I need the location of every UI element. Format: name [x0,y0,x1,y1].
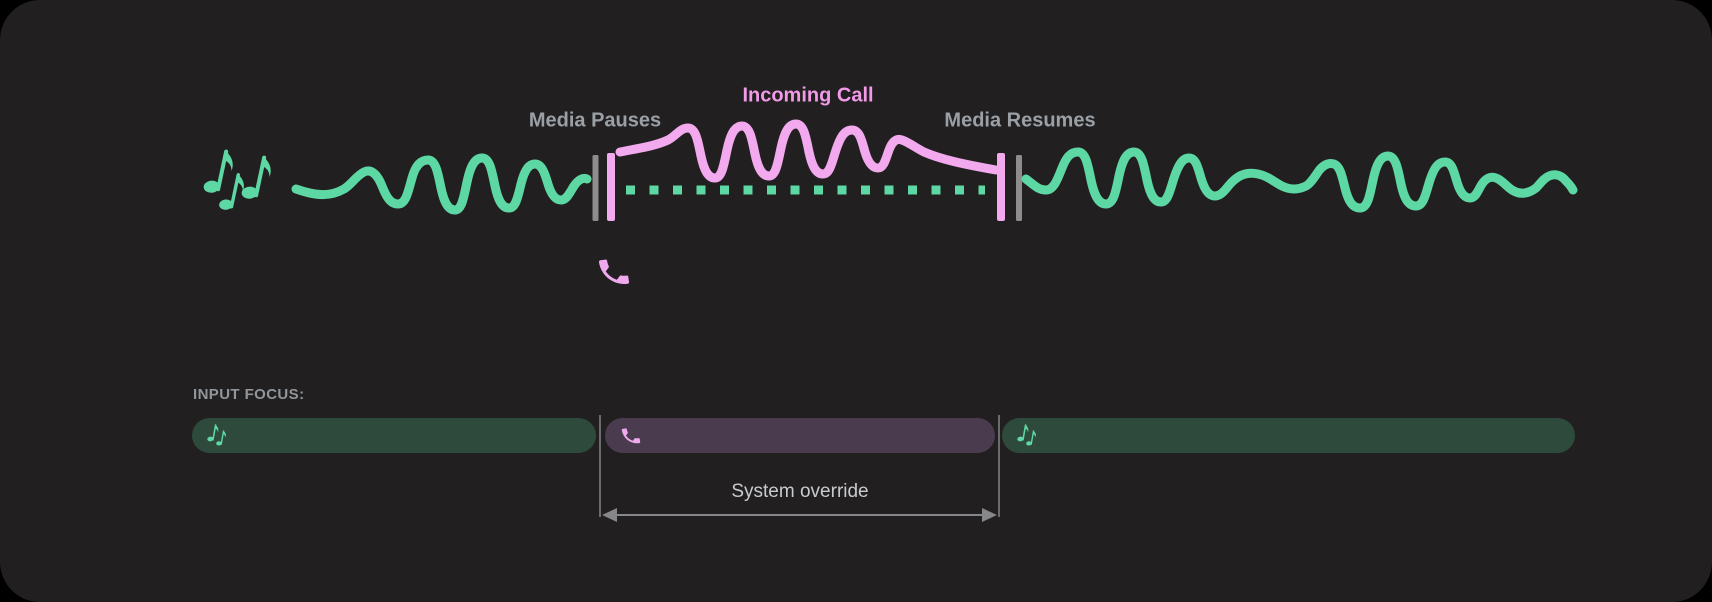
phone-icon [621,426,641,445]
incoming-call-wave [615,119,1001,183]
music-notes-icon [207,421,233,451]
phone-icon [598,256,630,288]
incoming-call-label: Incoming Call [742,84,874,107]
music-notes-icon [201,148,274,217]
input-focus-label: INPUT FOCUS: [193,386,305,403]
music-notes-icon [1017,421,1043,451]
media-focus-bar-after [1002,418,1575,453]
call-start-marker [607,153,615,221]
override-span-arrow [602,508,997,522]
media-focus-bar-before [192,418,596,453]
call-focus-bar [605,418,995,453]
call-end-marker [997,153,1005,221]
media-resume-marker [1016,155,1022,221]
system-override-label: System override [731,481,869,502]
media-pause-marker [592,155,599,221]
media-wave-before [291,153,592,215]
media-wave-after [1021,147,1578,213]
media-pauses-label: Media Pauses [528,109,662,132]
media-resumes-label: Media Resumes [944,109,1096,132]
